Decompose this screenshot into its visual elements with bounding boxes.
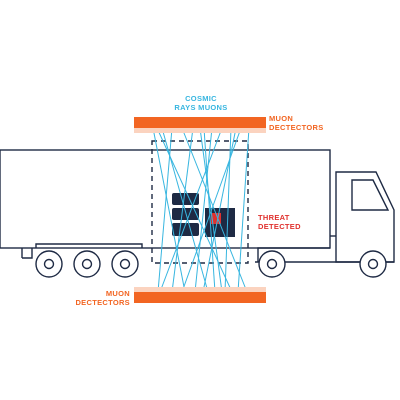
muon-detectors-top-label: MUON DECTECTORS xyxy=(269,114,324,132)
trailer-hub-3 xyxy=(119,258,131,270)
trailer-leg-foot xyxy=(22,248,33,259)
truck-wheels xyxy=(258,250,387,278)
truck-wheel-front xyxy=(359,250,387,278)
muon-ray xyxy=(156,127,233,293)
muon-ray xyxy=(159,127,223,293)
cosmic-rays-label-line-1: COSMIC xyxy=(185,94,217,103)
muon-ray xyxy=(194,127,213,293)
trailer-wheel-1 xyxy=(35,250,63,278)
trailer-wheel-housing xyxy=(35,243,143,248)
muon-ray xyxy=(171,127,194,293)
muon-ray xyxy=(203,127,216,293)
muon-detectors-top-line-2: DECTECTORS xyxy=(269,123,324,132)
truck-wheel-rear xyxy=(258,250,286,278)
threat-detected-label: THREAT DETECTED xyxy=(258,213,301,231)
threat-detected-line-1: THREAT xyxy=(258,213,290,222)
truck-hub-rear xyxy=(266,258,278,270)
muon-ray xyxy=(202,127,237,293)
threat-detected-line-2: DETECTED xyxy=(258,222,301,231)
top-detector-plate xyxy=(134,117,266,128)
top-detector-glow xyxy=(134,128,266,133)
trailer-hub-2 xyxy=(81,258,93,270)
trailer-hub-1 xyxy=(43,258,55,270)
trailer-body xyxy=(0,149,331,249)
cab-window xyxy=(351,179,390,211)
truck-hub-front xyxy=(367,258,379,270)
cargo-box-1 xyxy=(172,193,199,205)
bottom-detector-plate xyxy=(134,292,266,303)
muon-detectors-bottom-label: MUON DECTECTORS xyxy=(70,289,130,307)
muon-detectors-bottom-line-2: DECTECTORS xyxy=(75,298,130,307)
cargo-box-3 xyxy=(172,223,199,236)
cargo-box-2 xyxy=(172,208,199,220)
muon-ray xyxy=(152,127,186,293)
trailer-wheel-2 xyxy=(73,250,101,278)
muon-detectors-bottom-line-1: MUON xyxy=(105,289,130,298)
muon-ray xyxy=(199,127,223,293)
bottom-detector-glow xyxy=(134,287,266,292)
trailer-wheel-3 xyxy=(111,250,139,278)
cosmic-rays-label: COSMIC RAYS MUONS xyxy=(168,94,234,112)
cab-frame xyxy=(257,247,330,262)
top-detector xyxy=(134,117,266,133)
bottom-detector xyxy=(134,287,266,303)
trailer-wheels xyxy=(35,250,139,278)
muon-rays xyxy=(152,127,250,293)
cosmic-rays-label-line-2: RAYS MUONS xyxy=(174,103,228,112)
cargo-stack xyxy=(172,193,199,236)
muon-detectors-top-line-1: MUON xyxy=(269,114,294,123)
muon-ray xyxy=(237,127,250,293)
muon-ray xyxy=(181,127,248,293)
threat-item xyxy=(211,213,221,224)
trailer xyxy=(0,149,331,259)
